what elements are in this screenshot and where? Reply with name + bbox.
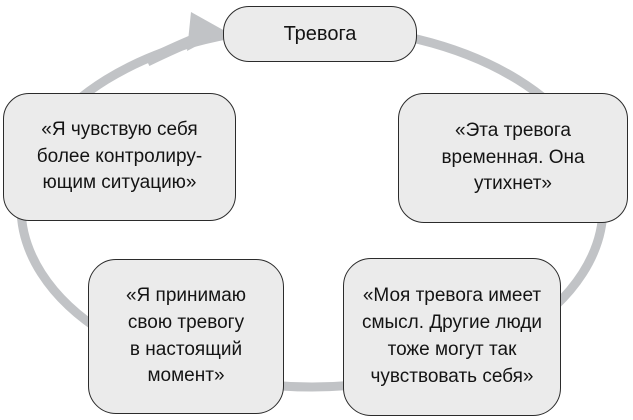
node-anxiety: Тревога (223, 6, 417, 62)
node-accept-anxiety: «Я принимаю свою тревогу в настоящий мом… (88, 259, 284, 414)
cycle-arrowhead-icon (187, 12, 225, 51)
node-anxiety-is-temporary: «Эта тревога временная. Она утихнет» (398, 93, 628, 223)
node-feel-in-control: «Я чувствую себя более контролиру- ющим … (3, 93, 236, 221)
node-anxiety-makes-sense: «Моя тревога имеет смысл. Другие люди то… (343, 258, 561, 416)
